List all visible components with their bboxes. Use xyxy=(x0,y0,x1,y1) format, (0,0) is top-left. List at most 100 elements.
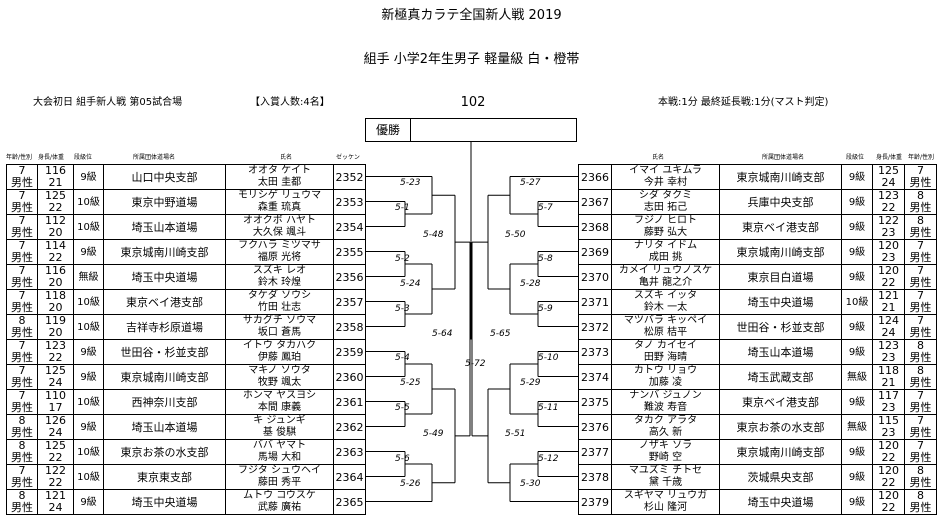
height-weight-top: 122 xyxy=(878,214,899,227)
zekken: 2360 xyxy=(333,364,366,390)
height-weight-top: 118 xyxy=(45,289,66,302)
rank: 10級 xyxy=(73,289,104,315)
age-gender-bottom: 男性 xyxy=(909,301,932,314)
player-name-bottom: 加藤 凌 xyxy=(648,377,683,388)
age-gender-bottom: 男性 xyxy=(909,176,932,189)
zekken: 2364 xyxy=(333,464,366,490)
player-name-bottom: 今井 幸村 xyxy=(643,177,688,188)
player-name-bottom: 福原 光将 xyxy=(257,252,302,263)
col-zekken: ゼッケン xyxy=(336,154,360,161)
height-weight-bottom: 23 xyxy=(881,251,896,264)
match-label: 5-4 xyxy=(395,353,410,363)
age-gender-top: 7 xyxy=(18,239,26,252)
height-weight-top: 115 xyxy=(878,414,899,427)
height-weight-top: 125 xyxy=(45,189,66,202)
player-name-bottom: 坂口 蒼馬 xyxy=(257,327,302,338)
age-gender-bottom: 男性 xyxy=(11,501,33,514)
age-gender-bottom: 男性 xyxy=(11,351,33,364)
player-name-bottom: 馬場 大和 xyxy=(257,452,302,463)
dojo: 山口中央支部 xyxy=(103,164,226,190)
age-gender-bottom: 男性 xyxy=(11,251,33,264)
age-gender-bottom: 男性 xyxy=(909,351,932,364)
player-name: ムトウ コウスケ武藤 廣祐 xyxy=(225,489,334,515)
height-weight-top: 123 xyxy=(878,189,899,202)
age-gender-bottom: 男性 xyxy=(11,201,33,214)
match-label: 5-28 xyxy=(520,279,541,289)
tournament-title: 新極真カラテ全国新人戦 2019 xyxy=(381,8,562,23)
player-name-top: イマイ ユキムラ xyxy=(629,165,702,177)
height-weight-top: 121 xyxy=(45,489,66,502)
player-name-top: フクハラ ミツマサ xyxy=(238,240,321,252)
player-name-bottom: 杉山 隆河 xyxy=(643,502,688,513)
age-gender-top: 8 xyxy=(18,489,26,502)
rank: 9級 xyxy=(841,164,873,190)
dojo: 東京城南川崎支部 xyxy=(103,364,226,390)
player-name: マキノ ソウタ牧野 颯太 xyxy=(225,364,334,390)
player-name-top: ナンバ ジュノン xyxy=(629,390,702,402)
player-name-top: ノザキ ソラ xyxy=(638,440,693,452)
age-gender-top: 7 xyxy=(917,264,924,277)
player-name: モリシゲ リュウマ森重 琉真 xyxy=(225,189,334,215)
height-weight-top: 125 xyxy=(45,439,66,452)
dojo: 東京城南川崎支部 xyxy=(103,239,226,265)
height-weight-top: 120 xyxy=(878,264,899,277)
height-weight-bottom: 24 xyxy=(48,501,63,514)
player-name-bottom: 本間 康義 xyxy=(257,402,302,413)
zekken: 2372 xyxy=(578,314,612,340)
height-weight-top: 124 xyxy=(878,314,899,327)
match-label: 5-23 xyxy=(400,178,421,188)
height-weight-top: 110 xyxy=(45,389,66,402)
age-gender-bottom: 男性 xyxy=(909,226,932,239)
age-gender-bottom: 男性 xyxy=(909,376,932,389)
player-name-bottom: 伊藤 鳳珀 xyxy=(257,352,302,363)
age-gender-top: 7 xyxy=(18,214,26,227)
player-name-top: カトウ リョウ xyxy=(633,365,698,377)
col-dojo-right: 所属団体道場名 xyxy=(762,154,805,161)
dojo: 東京東支部 xyxy=(103,464,226,490)
player-name: フクハラ ミツマサ福原 光将 xyxy=(225,239,334,265)
rank: 9級 xyxy=(841,189,873,215)
height-weight-top: 125 xyxy=(45,364,66,377)
player-name-top: ホンマ ヤスヨシ xyxy=(242,390,317,402)
player-name-bottom: 牧野 颯太 xyxy=(257,377,302,388)
match-label: 5-24 xyxy=(400,279,421,289)
rank: 10級 xyxy=(73,314,104,340)
age-gender-bottom: 男性 xyxy=(11,426,33,439)
player-name-bottom: 藤野 弘大 xyxy=(643,227,688,238)
height-weight-top: 117 xyxy=(878,389,899,402)
age-gender-bottom: 男性 xyxy=(11,276,33,289)
height-weight-top: 122 xyxy=(45,464,66,477)
height-weight-bottom: 23 xyxy=(881,426,896,439)
age-gender-top: 7 xyxy=(917,414,924,427)
height-weight-bottom: 20 xyxy=(48,276,63,289)
age-gender-top: 7 xyxy=(18,464,26,477)
height-weight-bottom: 20 xyxy=(48,326,63,339)
match-label: 5-25 xyxy=(400,378,421,388)
player-name-top: マツバラ キッペイ xyxy=(623,315,708,327)
col-height-weight: 身長/体重 xyxy=(38,154,65,161)
player-name: ホンマ ヤスヨシ本間 康義 xyxy=(225,389,334,415)
match-label: 5-11 xyxy=(538,403,559,413)
age-gender-bottom: 男性 xyxy=(11,401,33,414)
player-name-top: フジタ シュウヘイ xyxy=(238,465,321,477)
height-weight-top: 121 xyxy=(878,289,899,302)
player-name-top: イトウ タカハク xyxy=(242,340,317,352)
player-name-top: スズキ イッタ xyxy=(633,290,698,302)
player-name: ノザキ ソラ野崎 空 xyxy=(611,439,720,465)
height-weight-top: 119 xyxy=(45,314,66,327)
